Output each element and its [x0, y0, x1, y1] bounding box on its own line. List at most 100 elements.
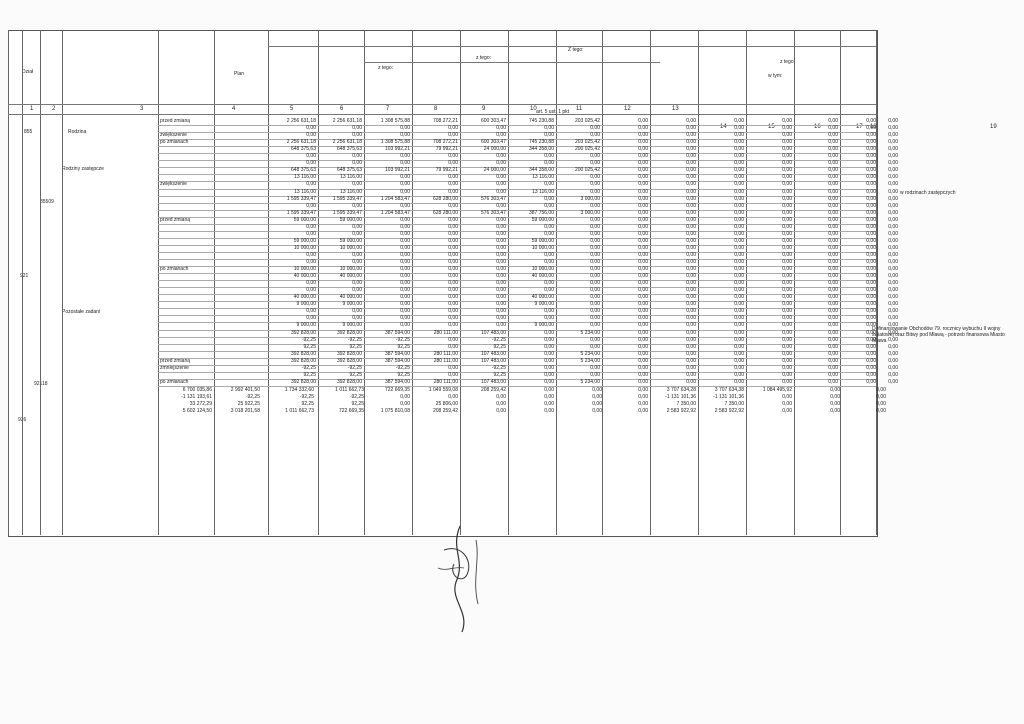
table-cell: 0,00: [782, 139, 792, 146]
header-art-note: art. 5 ust. 1 pkt: [536, 109, 570, 115]
label-dzial-855: 855: [24, 129, 33, 135]
table-cell: 0,00: [544, 181, 554, 188]
table-cell: 0,00: [734, 294, 744, 301]
table-cell: 0,00: [590, 315, 600, 322]
table-cell: 0,00: [734, 188, 744, 195]
table-cell: 0,00: [496, 287, 506, 294]
table-cell: 0,00: [638, 259, 648, 265]
row-divider: [158, 385, 876, 387]
table-cell: 92,25: [303, 343, 316, 350]
table-cell: 0,00: [734, 336, 744, 343]
table-cell: 0,00: [544, 280, 554, 287]
table-cell: 0,00: [306, 259, 316, 265]
table-cell: 9 000,00: [534, 301, 554, 308]
row-divider: [158, 167, 876, 169]
table-cell: 0,00: [734, 160, 744, 167]
table-cell: 0,00: [782, 357, 792, 364]
table-cell: 0,00: [782, 188, 792, 195]
table-cell: 0,00: [686, 132, 696, 139]
table-cell: 0,00: [828, 280, 838, 287]
table-cell: 0,00: [638, 350, 648, 357]
table-cell: 0,00: [686, 350, 696, 357]
table-cell: 9 000,00: [342, 301, 362, 308]
total-cell: 1 084 495,92: [762, 386, 792, 393]
table-cell: 0,00: [734, 118, 744, 124]
table-cell: 392 828,00: [336, 378, 362, 385]
table-cell: 0,00: [782, 280, 792, 287]
table-cell: 0,00: [496, 237, 506, 244]
table-cell: 0,00: [782, 195, 792, 202]
table-cell: 0,00: [590, 294, 600, 301]
row-divider: [158, 266, 876, 268]
table-cell: 0,00: [866, 237, 876, 244]
table-cell: 107 483,00: [480, 357, 506, 364]
table-cell: 0,00: [544, 287, 554, 294]
table-cell: 0,00: [888, 209, 898, 216]
grid-vline: [698, 30, 699, 535]
header-z-tego-mid: z tego:: [476, 55, 492, 61]
total-cell: -92,25: [299, 393, 314, 400]
table-cell: 0,00: [888, 174, 898, 181]
total-cell: 1 011 662,73: [335, 386, 364, 393]
table-cell: 392 828,00: [290, 350, 316, 357]
table-cell: 0,00: [866, 329, 876, 336]
table-cell: 0,00: [888, 350, 898, 357]
table-cell: 0,00: [638, 343, 648, 350]
table-cell: 0,00: [686, 167, 696, 174]
table-cell: 0,00: [400, 174, 410, 181]
table-cell: 0,00: [306, 230, 316, 237]
table-cell: 0,00: [306, 153, 316, 160]
table-cell: 24 000,00: [483, 167, 506, 174]
label-dzial-921: 921: [20, 273, 29, 279]
table-cell: 0,00: [496, 315, 506, 322]
row-divider: [158, 244, 876, 246]
total-cell: 0,00: [638, 393, 648, 400]
total-cell: 1 011 662,73: [285, 408, 314, 415]
table-cell: 0,00: [638, 125, 648, 132]
table-cell: 0,00: [352, 181, 362, 188]
table-cell: 0,00: [686, 378, 696, 385]
table-cell: 0,00: [686, 174, 696, 181]
column-number: 12: [624, 106, 631, 112]
table-cell: 0,00: [888, 216, 898, 223]
table-cell: 0,00: [782, 266, 792, 273]
table-cell: 0,00: [448, 181, 458, 188]
table-cell: 0,00: [734, 216, 744, 223]
table-cell: 392 828,00: [336, 350, 362, 357]
table-cell: 0,00: [544, 259, 554, 265]
table-cell: 0,00: [828, 371, 838, 378]
table-cell: 0,00: [686, 139, 696, 146]
table-cell: 0,00: [888, 357, 898, 364]
table-cell: 0,00: [496, 202, 506, 209]
table-cell: 0,00: [866, 364, 876, 371]
table-cell: 280 111,00: [433, 378, 458, 385]
table-cell: 0,00: [306, 125, 316, 132]
table-cell: 0,00: [448, 343, 458, 350]
table-cell: 0,00: [866, 287, 876, 294]
table-cell: 9 000,00: [534, 322, 554, 329]
total-cell: 0,00: [638, 401, 648, 407]
table-cell: 576 303,47: [480, 209, 506, 216]
table-cell: 0,00: [782, 336, 792, 343]
total-cell: 0,00: [592, 401, 602, 407]
table-cell: 0,00: [866, 153, 876, 160]
grid-vline: [318, 30, 319, 535]
table-cell: 0,00: [638, 315, 648, 322]
table-cell: 0,00: [734, 266, 744, 273]
grid-vline: [556, 30, 557, 535]
table-cell: 0,00: [686, 216, 696, 223]
table-cell: 0,00: [888, 301, 898, 308]
total-cell: 0,00: [400, 393, 410, 400]
table-cell: 0,00: [590, 181, 600, 188]
table-cell: 392 828,00: [336, 329, 362, 336]
table-cell: 0,00: [400, 230, 410, 237]
column-number: 11: [576, 106, 583, 112]
table-cell: 0,00: [590, 371, 600, 378]
table-cell: 0,00: [590, 230, 600, 237]
total-cell: -1 131 101,36: [665, 393, 696, 400]
table-cell: 0,00: [828, 378, 838, 385]
column-number: 3: [140, 106, 144, 112]
table-cell: 0,00: [448, 188, 458, 195]
grid-hline: [8, 104, 876, 105]
table-cell: 0,00: [448, 174, 458, 181]
